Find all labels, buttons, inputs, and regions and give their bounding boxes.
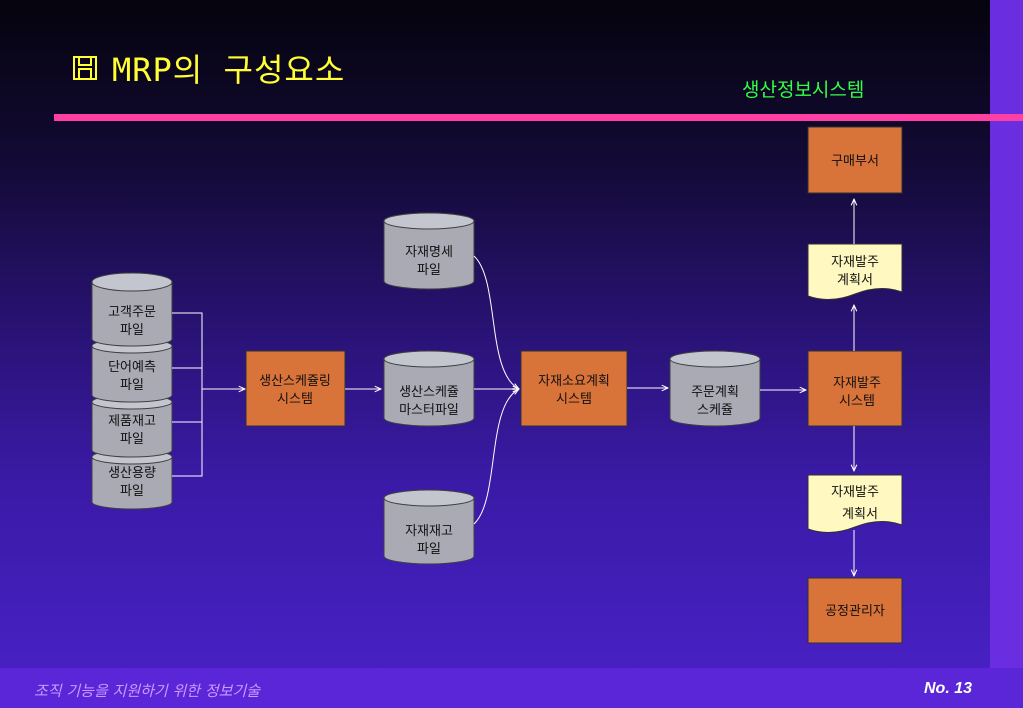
- input-connector: [172, 312, 245, 477]
- inventory-file-label: 파일: [417, 542, 441, 557]
- floppy-disk-icon: [73, 56, 97, 80]
- input-file-product-inventory: 제품재고 파일: [91, 394, 173, 458]
- inventory-file-label: 자재재고: [405, 524, 453, 539]
- plan-document-label: 계획서: [842, 507, 878, 522]
- page-subtitle: 생산정보시스템: [742, 79, 865, 101]
- page-number: No. 13: [924, 680, 973, 697]
- input-file-label: 생산용량: [108, 466, 156, 481]
- requirements-system-label: 시스템: [556, 392, 592, 407]
- input-file-label: 제품재고: [108, 414, 156, 429]
- process-manager-box: 공정관리자: [807, 577, 903, 644]
- scheduling-system-box: 생산스케쥴링 시스템: [245, 350, 346, 427]
- requirements-system-label: 자재소요계획: [538, 374, 610, 389]
- master-file-label: 마스터파일: [399, 403, 459, 418]
- order-schedule-label: 주문계획: [691, 385, 739, 400]
- master-file-cylinder: 생산스케쥴 마스터파일: [383, 350, 475, 427]
- bom-file-cylinder: 자재명세 파일: [383, 212, 475, 290]
- title-divider: [54, 114, 1023, 121]
- purchasing-system-label: 시스템: [839, 394, 875, 409]
- plan-document-label: 자재발주: [831, 255, 879, 270]
- process-manager-label: 공정관리자: [825, 604, 885, 619]
- master-file-label: 생산스케쥴: [399, 385, 459, 400]
- page-title: MRP의 구성요소: [112, 51, 346, 89]
- bom-file-label: 파일: [417, 263, 441, 278]
- input-file-label: 파일: [120, 323, 144, 338]
- input-file-label: 단어예측: [108, 360, 156, 375]
- footer-band: [0, 668, 1023, 708]
- order-schedule-cylinder: 주문계획 스케쥴: [669, 350, 761, 427]
- plan-document-label: 계획서: [837, 273, 873, 288]
- scheduling-system-label: 시스템: [277, 392, 313, 407]
- plan-document-label: 자재발주: [831, 485, 879, 500]
- scheduling-system-label: 생산스케쥴링: [259, 374, 331, 389]
- order-schedule-label: 스케쥴: [697, 403, 733, 418]
- input-file-label: 파일: [120, 484, 144, 499]
- bom-file-label: 자재명세: [405, 245, 453, 260]
- input-file-label: 파일: [120, 432, 144, 447]
- requirements-system-box: 자재소요계획 시스템: [520, 350, 628, 427]
- input-file-customer-order: 고객주문 파일: [91, 272, 173, 347]
- plan-document-bottom: 자재발주 계획서: [807, 474, 903, 533]
- purchasing-dept-box: 구매부서: [807, 126, 903, 194]
- input-file-label: 고객주문: [108, 305, 156, 320]
- inventory-file-cylinder: 자재재고 파일: [383, 489, 475, 565]
- title-block: MRP의 구성요소: [72, 46, 345, 90]
- purchasing-system-box: 자재발주 시스템: [807, 350, 903, 427]
- input-file-stack: 생산용량 파일 제품재고 파일 단어예측 파일 고객주문 파일: [91, 272, 173, 510]
- purchasing-dept-label: 구매부서: [831, 154, 879, 169]
- footer-caption: 조직 기능을 지원하기 위한 정보기술: [34, 682, 261, 700]
- input-file-label: 파일: [120, 378, 144, 393]
- plan-document-top: 자재발주 계획서: [807, 243, 903, 300]
- purchasing-system-label: 자재발주: [833, 376, 881, 391]
- input-file-production-capacity: 생산용량 파일: [91, 449, 173, 510]
- requirements-connectors: [473, 255, 519, 525]
- input-file-demand-forecast: 단어예측 파일: [91, 338, 173, 403]
